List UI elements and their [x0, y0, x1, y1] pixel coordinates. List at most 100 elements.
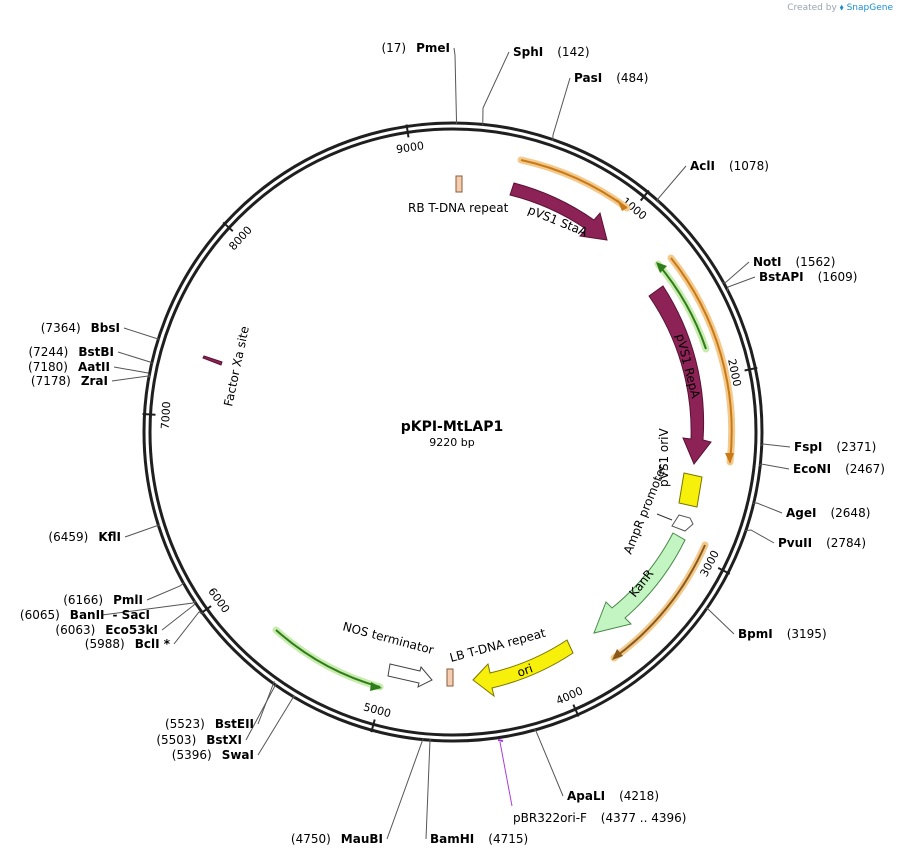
site-label[interactable]: (6459)KflI: [48, 530, 121, 544]
site-label[interactable]: BstAPI (1609): [759, 270, 857, 284]
site-position: (4218): [619, 789, 659, 803]
pvs1-oriv-label: pVS1 oriV: [657, 427, 671, 487]
tick-mark: [639, 189, 650, 202]
site-name: BbsI: [91, 321, 120, 335]
snapgene-logo-icon: ⬧: [839, 3, 844, 13]
site-position: (5396): [172, 748, 212, 762]
site-position: (3195): [787, 627, 827, 641]
tick-label: 5000: [362, 700, 392, 720]
site-label[interactable]: EcoNI(2467): [793, 462, 885, 476]
site-leader: [101, 600, 196, 616]
tick-mark: [572, 704, 580, 717]
tick-mark: [199, 605, 212, 615]
site-leader: [482, 51, 510, 126]
site-label[interactable]: NotI (1562): [753, 255, 835, 269]
site-name: ApaLI: [567, 789, 605, 803]
site-position: (7180): [28, 360, 68, 374]
site-label[interactable]: PvuII (2784): [778, 536, 866, 550]
tick-mark: [142, 412, 156, 416]
primer-name: pBR322ori-F: [513, 811, 587, 825]
site-name: AclI: [690, 159, 715, 173]
site-position: (5523): [165, 717, 205, 731]
site-label[interactable]: (5988)BclI *: [85, 637, 171, 651]
backbone-inner: [148, 127, 758, 737]
pvs1-repa-feature: [648, 285, 712, 465]
site-position: (7364): [41, 321, 81, 335]
plasmid-length: 9220 bp: [429, 436, 474, 449]
site-leader: [245, 683, 278, 741]
site-label[interactable]: (5396)SwaI: [172, 748, 254, 762]
nos-terminator-label: NOS terminator: [341, 619, 435, 657]
nos-terminator-feature: [387, 663, 433, 688]
site-label[interactable]: (6166) PmlI: [63, 593, 143, 607]
site-position: (4750): [291, 832, 331, 846]
site-leader: [257, 680, 275, 725]
site-name: AatII: [78, 360, 110, 374]
site-label[interactable]: (7180) AatII: [28, 360, 110, 374]
tick-mark: [744, 366, 758, 372]
site-position: (6166): [63, 593, 103, 607]
rb-tdna-repeat-feature: [455, 175, 463, 193]
site-leader: [656, 165, 687, 204]
site-position: (142): [557, 45, 589, 59]
site-label[interactable]: (7364) BbsI: [41, 321, 120, 335]
site-name: KflI: [98, 530, 121, 544]
site-leader: [146, 582, 185, 601]
rb-tdna-repeat-label: RB T-DNA repeat: [408, 201, 509, 215]
tick-label: 9000: [395, 139, 425, 156]
site-name: PvuII: [778, 536, 812, 550]
site-label[interactable]: BamHI(4715): [430, 832, 528, 846]
site-leader: [386, 738, 424, 840]
tick-mark: [405, 124, 410, 138]
site-position: (17): [381, 41, 406, 55]
site-leader: [760, 443, 791, 448]
site-leader: [257, 695, 297, 756]
site-label[interactable]: BpmI(3195): [738, 627, 827, 641]
site-label[interactable]: (7244) BstBI: [28, 345, 114, 359]
site-label[interactable]: ApaLI (4218): [567, 789, 659, 803]
site-leader: [117, 351, 153, 364]
site-label[interactable]: (5523)BstEII: [165, 717, 254, 731]
site-position: (2371): [836, 440, 876, 454]
site-label[interactable]: SphI (142): [513, 45, 590, 59]
site-leader: [111, 375, 151, 382]
site-leader: [758, 463, 790, 470]
site-name: NotI: [753, 255, 782, 269]
site-name: BstAPI: [759, 270, 804, 284]
site-label[interactable]: (6063)Eco53kI: [55, 623, 158, 637]
backbone-outer: [142, 121, 764, 743]
site-label[interactable]: (5503)BstXI: [156, 733, 242, 747]
site-name: FspI: [794, 440, 822, 454]
site-label[interactable]: AgeI(2648): [786, 506, 870, 520]
site-leader: [552, 77, 571, 141]
site-name: PmeI: [416, 41, 450, 55]
site-label[interactable]: PasI(484): [574, 71, 648, 85]
site-name: Eco53kI: [105, 623, 158, 637]
site-leader: [124, 524, 161, 538]
site-position: (7244): [28, 345, 68, 359]
site-name: SphI: [513, 45, 543, 59]
site-leader: [113, 366, 151, 377]
site-position: (1562): [796, 255, 836, 269]
primer-range: (4377 .. 4396): [601, 811, 687, 825]
tick-mark: [370, 719, 376, 733]
site-label[interactable]: (4750) MauBI: [291, 832, 383, 846]
site-name: PmlI: [113, 593, 143, 607]
site-position: (1609): [818, 270, 858, 284]
site-label[interactable]: AclI (1078): [690, 159, 769, 173]
credit-brand: SnapGene: [846, 3, 893, 13]
site-label[interactable]: (7178)ZraI: [31, 374, 108, 388]
pvs1-oriv-feature: [678, 472, 703, 508]
factor-xa-label: Factor Xa site: [221, 325, 252, 408]
site-label[interactable]: FspI (2371): [794, 440, 876, 454]
site-name: BstBI: [78, 345, 114, 359]
credit-prefix: Created by: [787, 3, 837, 13]
site-label[interactable]: (6065)BanII- SacI: [20, 608, 150, 622]
site-name: MauBI: [341, 832, 383, 846]
site-leader: [425, 738, 432, 840]
site-label[interactable]: (17) PmeI: [381, 41, 450, 55]
site-position: (2784): [826, 536, 866, 550]
site-leader: [161, 600, 196, 631]
ampr-promoter-feature: [671, 514, 694, 532]
site-position: (1078): [729, 159, 769, 173]
